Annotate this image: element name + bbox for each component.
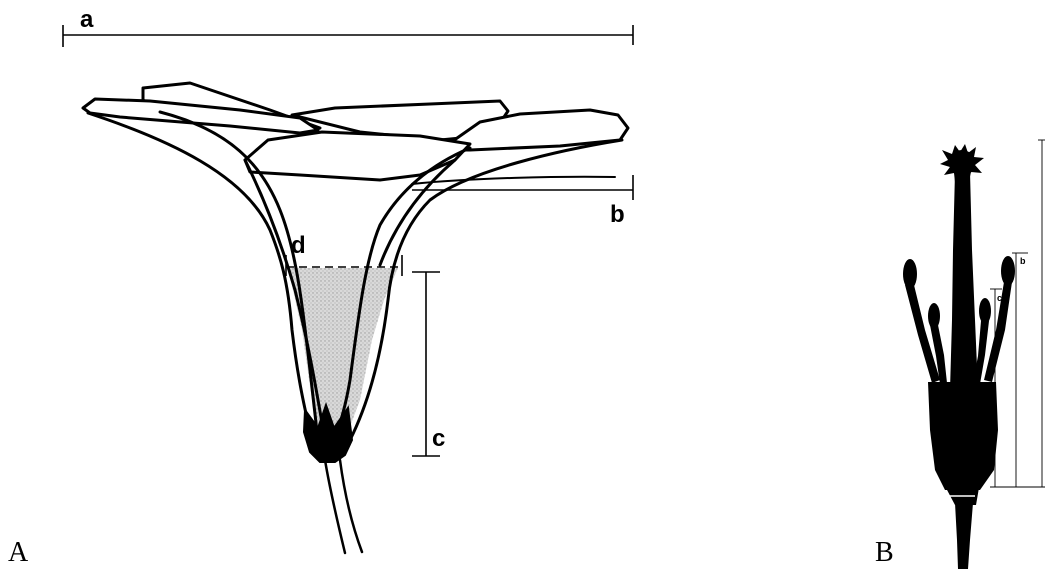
ovary: [928, 382, 998, 490]
dimension-b-label-b: b: [1020, 256, 1026, 266]
dimension-c-label-b: c: [997, 293, 1002, 303]
dimension-b: [412, 175, 633, 200]
calyx: [304, 405, 352, 462]
flower-corolla: [83, 83, 628, 180]
dimension-b-label: b: [610, 201, 625, 228]
pedicel: [325, 460, 362, 553]
dimension-d-label: d: [291, 232, 306, 259]
panel-b: b c B: [875, 140, 1045, 569]
panel-a: a: [8, 6, 633, 568]
dimension-c-label: c: [432, 425, 445, 452]
panel-a-label: A: [8, 537, 29, 568]
pedicel-b: [955, 503, 973, 569]
panel-b-label: B: [875, 537, 894, 568]
style: [950, 172, 978, 390]
dimension-a-label: a: [80, 6, 94, 33]
dimension-a: [63, 25, 633, 47]
dimension-lines-b: [990, 140, 1045, 487]
